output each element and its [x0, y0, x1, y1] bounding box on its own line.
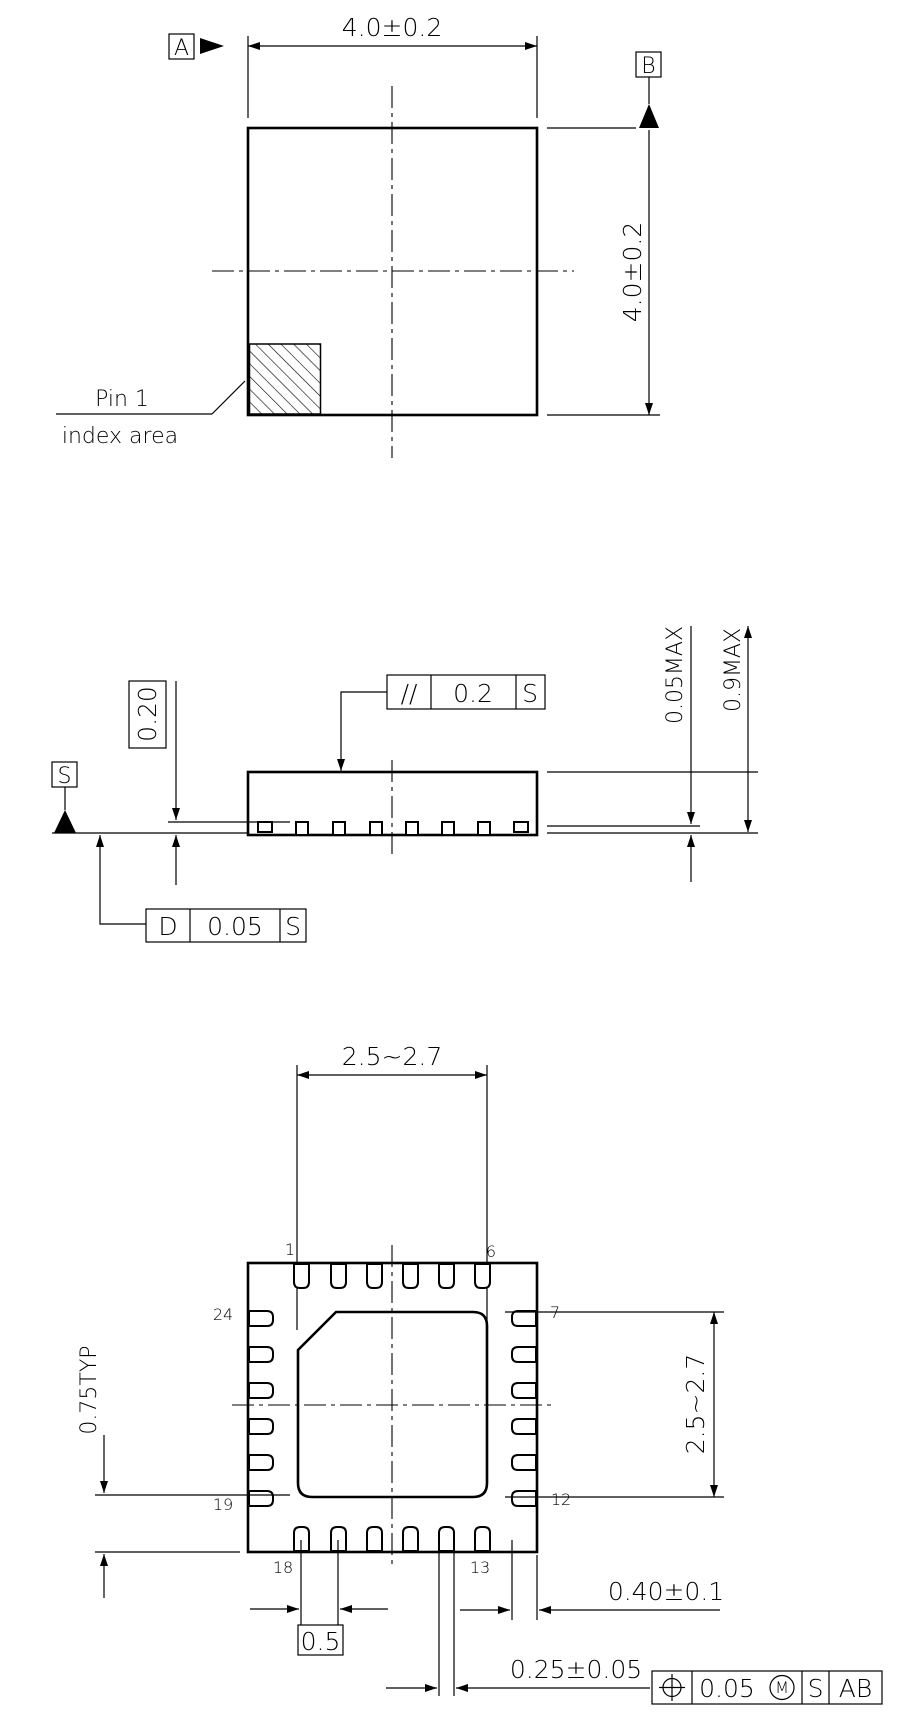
position-datum1: S	[808, 1674, 824, 1703]
leads-top	[293, 1263, 491, 1289]
side-lead	[441, 821, 455, 836]
dim-020-text: 0.20	[133, 686, 162, 742]
pin1-leader	[211, 380, 246, 415]
typ-dim-text: 0.75TYP	[77, 1345, 102, 1434]
lead-pad	[511, 1310, 537, 1327]
flatness-datum: S	[285, 912, 301, 941]
datum-b-label: B	[641, 54, 655, 79]
pin1-label-line1: Pin 1	[95, 387, 149, 412]
pad-width-dim-text: 2.5~2.7	[342, 1042, 442, 1071]
pin-number: 12	[551, 1490, 571, 1509]
side-lead	[257, 821, 273, 833]
datum-a-label: A	[174, 36, 189, 61]
mmc-modifier-icon	[769, 1674, 795, 1701]
position-datum2: AB	[839, 1674, 872, 1703]
pin-number: 1	[285, 1240, 295, 1259]
lead-pad	[511, 1382, 537, 1399]
side-lead	[332, 821, 346, 836]
lead-length-dim-text: 0.40±0.1	[608, 1577, 724, 1606]
parallelism-leader	[337, 691, 387, 771]
top-view: A 4.0±0.2 B 4.0±0.2 Pin 1 index area	[56, 13, 662, 458]
bottom-view: 2.5~2.7	[77, 1042, 883, 1705]
lead-pad	[402, 1526, 419, 1552]
lead-pad	[511, 1418, 537, 1435]
side-leads	[257, 821, 529, 836]
lead-width-dim-text: 0.25±0.05	[510, 1655, 642, 1684]
flatness-value: 0.05	[207, 912, 263, 941]
position-tolerance-frame: 0.05 M S AB	[651, 1670, 883, 1705]
lead-pad	[438, 1526, 455, 1552]
dim-020-frame	[128, 680, 167, 749]
pin-number: 18	[273, 1558, 293, 1577]
lead-pad	[511, 1346, 537, 1363]
position-value: 0.05	[699, 1674, 755, 1703]
dim-005max-text: 0.05MAX	[663, 626, 688, 724]
leads-right	[511, 1310, 537, 1507]
lead-pad	[248, 1310, 274, 1327]
side-lead	[477, 821, 491, 836]
lead-pad	[293, 1263, 310, 1289]
dim-09max-text: 0.9MAX	[721, 628, 746, 712]
pitch-frame	[297, 1624, 344, 1656]
lead-pad	[293, 1526, 310, 1552]
datum-b-triangle	[639, 104, 659, 128]
lead-pad	[248, 1454, 274, 1471]
lead-pad	[248, 1346, 274, 1363]
lead-pad	[511, 1454, 537, 1471]
parallelism-value: 0.2	[453, 679, 493, 708]
lead-pad	[474, 1263, 491, 1289]
side-lead	[405, 821, 419, 836]
datum-a-frame	[168, 33, 195, 60]
lead-pad	[248, 1490, 274, 1507]
lead-pad	[366, 1526, 383, 1552]
lead-pad	[438, 1263, 455, 1289]
flatness-frame	[145, 908, 307, 943]
lead-pad	[330, 1263, 347, 1289]
parallelism-datum: S	[522, 679, 538, 708]
height-dim-text: 4.0±0.2	[618, 222, 647, 322]
datum-a-triangle	[200, 38, 224, 54]
pin-number: 19	[213, 1495, 233, 1514]
exposed-pad	[296, 1310, 489, 1499]
lead-pad	[511, 1490, 537, 1507]
parallelism-symbol: //	[401, 679, 418, 708]
flatness-leader	[96, 835, 146, 925]
mmc-modifier: M	[775, 1678, 789, 1697]
pitch-dim-text: 0.5	[301, 1627, 341, 1656]
leads-bottom	[293, 1526, 491, 1552]
lead-pad	[402, 1263, 419, 1289]
flatness-symbol: D	[158, 912, 177, 941]
lead-pad	[248, 1382, 274, 1399]
leads-left	[248, 1310, 274, 1507]
lead-pad	[248, 1418, 274, 1435]
datum-s-triangle	[54, 810, 76, 833]
pin-number: 24	[213, 1305, 233, 1324]
lead-pad	[474, 1526, 491, 1552]
lead-pad	[366, 1263, 383, 1289]
pin1-label-line2: index area	[62, 424, 178, 449]
side-lead	[369, 821, 383, 836]
pin-number: 6	[486, 1242, 496, 1261]
side-lead	[513, 821, 529, 833]
side-view: S 0.20 D 0.05 S	[51, 626, 758, 943]
pin-number: 13	[470, 1558, 490, 1577]
position-frame	[651, 1670, 883, 1705]
pad-height-dim-text: 2.5~2.7	[681, 1354, 710, 1454]
datum-s-label: S	[58, 764, 72, 789]
side-lead	[295, 821, 309, 836]
lead-pad	[330, 1526, 347, 1552]
pin1-index-area	[248, 343, 322, 415]
width-dim-text: 4.0±0.2	[342, 13, 442, 42]
